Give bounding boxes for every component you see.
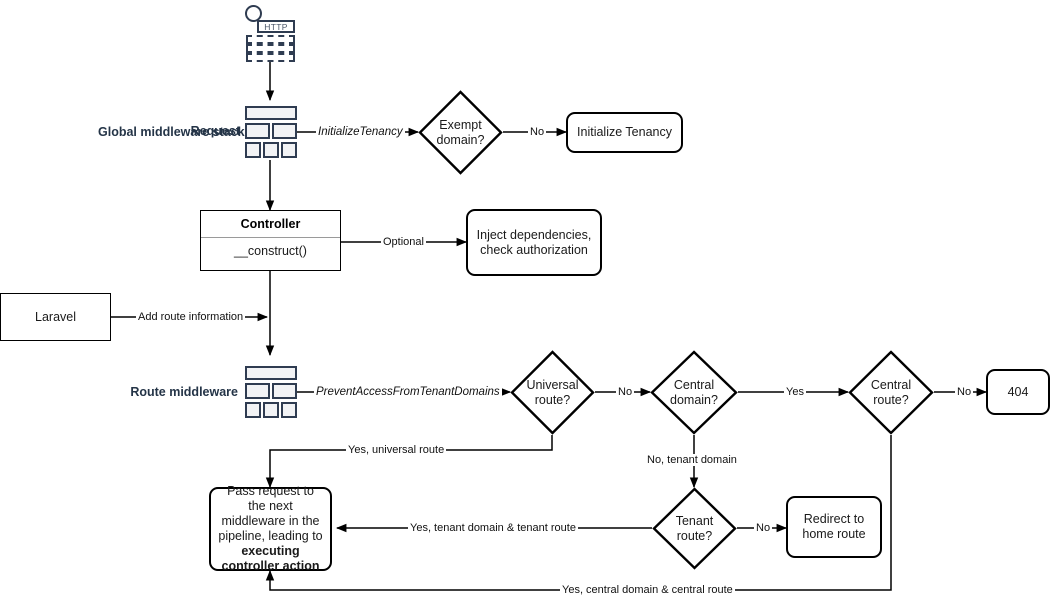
edge-label-yes-tenant-domain-tenant-route: Yes, tenant domain & tenant route bbox=[408, 522, 578, 534]
node-label: Initialize Tenancy bbox=[577, 125, 672, 139]
stack-box-bottom-2 bbox=[263, 402, 279, 418]
http-dashed-row bbox=[246, 35, 295, 44]
http-text: HTTP bbox=[264, 21, 288, 32]
http-circle-icon bbox=[245, 5, 262, 22]
pass-request-plain-text: Pass request to the next middleware in t… bbox=[218, 484, 323, 543]
edge-label-prevent-access: PreventAccessFromTenantDomains bbox=[314, 386, 502, 398]
diamond-shape bbox=[418, 90, 503, 175]
node-label: Laravel bbox=[35, 309, 76, 324]
edge-label-central-route-no: No bbox=[955, 386, 974, 398]
node-label: Inject dependencies, check authorization bbox=[476, 227, 592, 257]
node-label-wrapper: Pass request to the next middleware in t… bbox=[217, 484, 324, 574]
node-laravel[interactable]: Laravel bbox=[0, 293, 111, 341]
stack-bar-top bbox=[245, 366, 297, 380]
edge-label-exempt-no: No bbox=[528, 126, 547, 138]
decision-label: Tenant route? bbox=[675, 513, 714, 543]
http-request-icon: HTTP bbox=[245, 5, 295, 62]
diamond-shape bbox=[650, 350, 738, 435]
decision-central-domain[interactable]: Central domain? bbox=[650, 350, 738, 435]
diamond-shape bbox=[652, 487, 737, 570]
label-route-middleware: Route middleware bbox=[130, 385, 238, 399]
http-dashed-row bbox=[246, 53, 295, 62]
node-404[interactable]: 404 bbox=[986, 369, 1050, 415]
node-pass-request[interactable]: Pass request to the next middleware in t… bbox=[209, 484, 332, 574]
stack-box-bottom-1 bbox=[245, 402, 261, 418]
http-dashed-row bbox=[246, 44, 295, 53]
edge-label-yes-central-domain-central-route: Yes, central domain & central route bbox=[560, 584, 735, 596]
diamond-shape bbox=[510, 350, 595, 435]
stack-box-mid-right bbox=[272, 383, 297, 399]
node-redirect-home-route[interactable]: Redirect to home route bbox=[786, 496, 882, 558]
stack-box-mid-left bbox=[245, 123, 270, 139]
http-label-bar: HTTP bbox=[257, 20, 295, 33]
decision-label: Universal route? bbox=[526, 377, 579, 407]
decision-central-route[interactable]: Central route? bbox=[848, 350, 934, 435]
controller-title: Controller bbox=[201, 211, 340, 238]
decision-label: Exempt domain? bbox=[436, 117, 485, 147]
edge-yes-universal-route bbox=[265, 435, 553, 489]
decision-tenant-route[interactable]: Tenant route? bbox=[652, 487, 737, 570]
edge-label-central-domain-yes: Yes bbox=[784, 386, 806, 398]
label-global-middleware-stack: Global middleware stack bbox=[98, 125, 245, 139]
edge-label-no-tenant-domain: No, tenant domain bbox=[645, 454, 739, 466]
pass-request-bold-text: executing controller action bbox=[221, 544, 320, 573]
middleware-stack-icon-route bbox=[245, 366, 297, 418]
node-initialize-tenancy[interactable]: Initialize Tenancy bbox=[566, 112, 683, 153]
stack-box-mid-right bbox=[272, 123, 297, 139]
edge-label-add-route-information: Add route information bbox=[136, 311, 246, 323]
decision-universal-route[interactable]: Universal route? bbox=[510, 350, 595, 435]
stack-box-mid-left bbox=[245, 383, 270, 399]
edge-label-yes-universal-route: Yes, universal route bbox=[346, 444, 447, 456]
middleware-stack-icon-global bbox=[245, 106, 297, 158]
stack-box-bottom-1 bbox=[245, 142, 261, 158]
edge-label-optional: Optional bbox=[381, 236, 426, 248]
decision-label: Central domain? bbox=[670, 377, 718, 407]
label-request: Request bbox=[190, 124, 240, 138]
node-label: 404 bbox=[1007, 384, 1029, 399]
node-label: Redirect to home route bbox=[802, 512, 866, 541]
edge-label-universal-no: No bbox=[616, 386, 635, 398]
stack-bar-top bbox=[245, 106, 297, 120]
edge-label-tenant-route-no: No bbox=[754, 522, 773, 534]
decision-exempt-domain[interactable]: Exempt domain? bbox=[418, 90, 503, 175]
node-controller[interactable]: Controller __construct() bbox=[200, 210, 341, 271]
controller-method: __construct() bbox=[234, 243, 307, 258]
stack-box-bottom-3 bbox=[281, 142, 297, 158]
node-inject-dependencies[interactable]: Inject dependencies, check authorization bbox=[466, 209, 602, 276]
stack-box-bottom-3 bbox=[281, 402, 297, 418]
decision-label: Central route? bbox=[870, 377, 912, 407]
edge-label-initialize-tenancy: InitializeTenancy bbox=[316, 126, 405, 138]
stack-box-bottom-2 bbox=[263, 142, 279, 158]
diamond-shape bbox=[848, 350, 934, 435]
